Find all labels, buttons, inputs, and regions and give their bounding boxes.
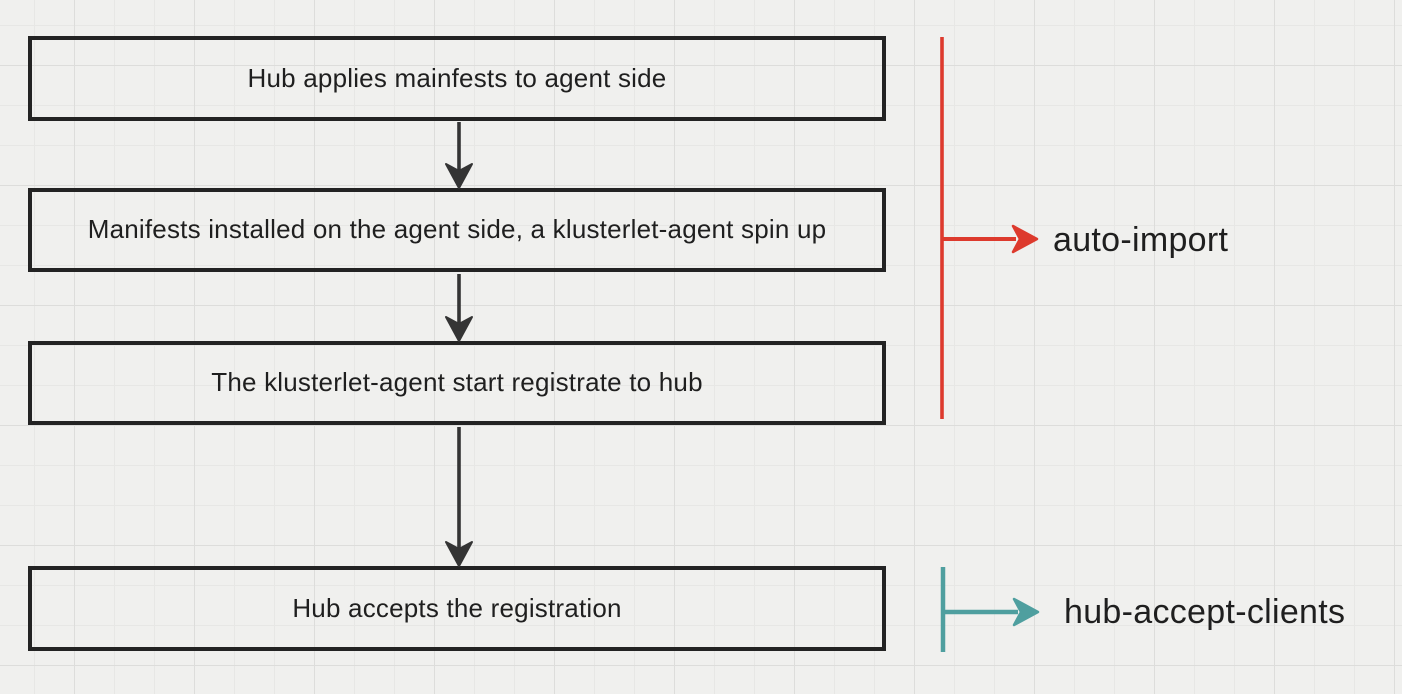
flow-box-label: Hub accepts the registration [292,592,622,623]
flow-box-label: The klusterlet-agent start registrate to… [211,367,703,398]
flow-box-klusterlet-registrate: The klusterlet-agent start registrate to… [28,341,886,425]
flow-box-hub-applies-manifests: Hub applies mainfests to agent side [28,36,886,121]
flow-box-label: Manifests installed on the agent side, a… [87,214,827,245]
hub-accept-clients-bracket [940,567,1040,652]
hub-accept-clients-label: hub-accept-clients [1064,593,1346,631]
flow-box-label: Hub applies mainfests to agent side [247,62,667,93]
auto-import-label: auto-import [1053,221,1229,259]
flow-box-hub-accepts: Hub accepts the registration [28,566,886,651]
flow-box-manifests-installed: Manifests installed on the agent side, a… [28,188,886,272]
flow-arrow-1 [445,122,473,189]
flow-arrow-2 [445,274,473,342]
flow-arrow-3 [445,427,473,567]
auto-import-bracket [940,37,1039,419]
